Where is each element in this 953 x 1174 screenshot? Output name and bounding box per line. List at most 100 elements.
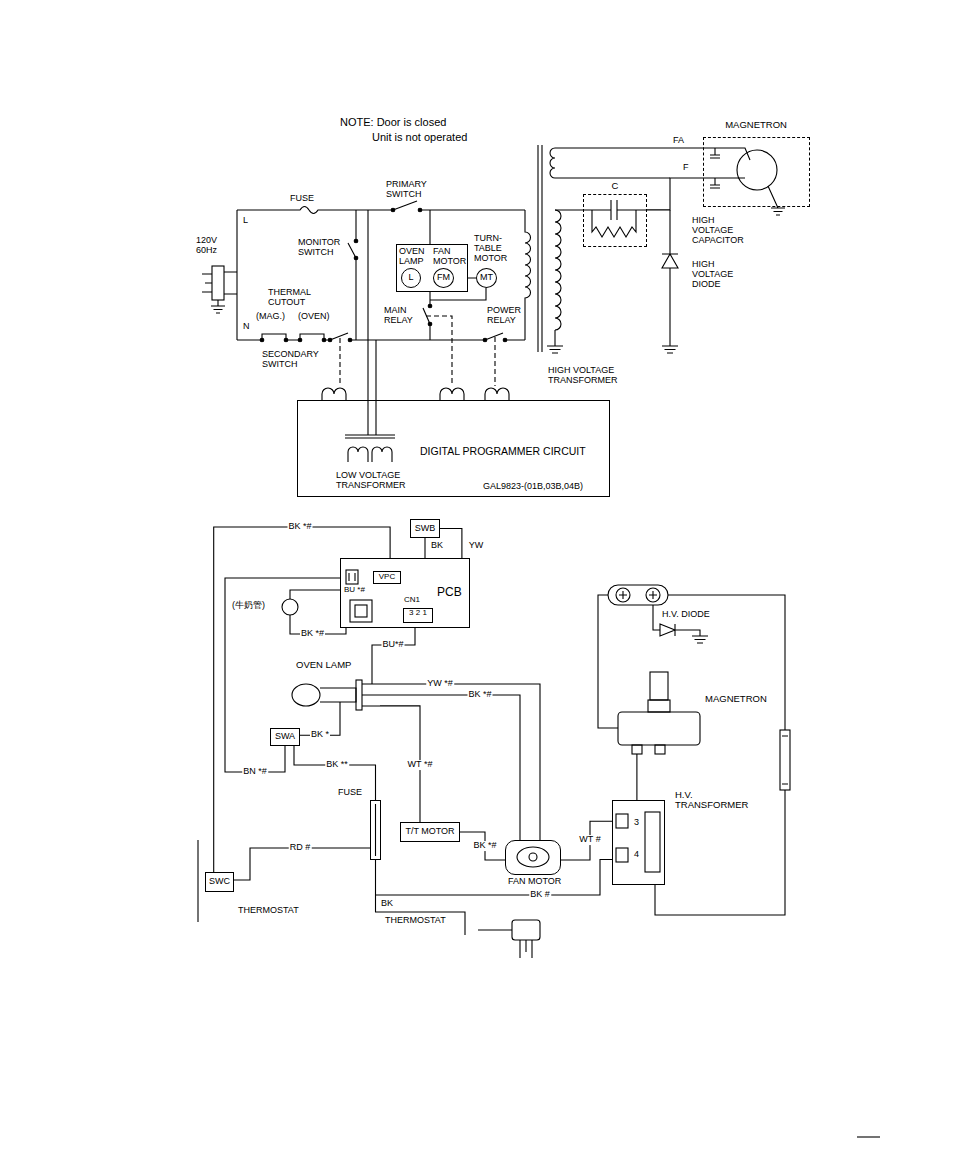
line-cord-wiring [211,300,225,313]
magnetron-symbol [737,150,777,190]
schematic-label: FA [673,136,684,146]
schematic-label: MONITOR SWITCH [298,238,344,258]
lamp-bulb-symbol [292,678,380,712]
power-plug-drawing [520,940,532,958]
pcb-parts [355,605,367,617]
transformer-terminals [645,812,660,872]
transformer-terminals [616,848,628,862]
load-box: OVEN LAMPFAN MOTORLFM [396,244,468,292]
part-label: T/T MOTOR [405,827,454,837]
part-label: MT [480,273,493,283]
magnetron-box-outline [703,137,810,207]
magnetron-part: MAGNETRON [618,694,778,760]
line-cord-wiring [391,208,395,212]
fan-motor-drawing [529,853,537,861]
transformer-terminals [616,814,628,828]
wire [294,746,376,800]
capacitor-symbol [555,209,647,210]
line-cord-wiring [202,274,212,292]
switch-box: SWB [410,519,440,538]
secondary-switch-symbol [322,333,352,400]
lamp-bulb-symbol [356,680,362,710]
wire-color-label: BU*# [381,640,404,650]
neutral-wiring [322,338,326,342]
wire-color-label: BK *# [287,522,312,532]
wire-color-label: BK # [529,890,551,900]
oven-lamp: OVEN LAMP [290,660,382,712]
capacitor-box: C [583,181,647,247]
high-voltage-transformer-symbol [538,145,542,352]
schematic-label: SECONDARY SWITCH [262,350,322,370]
part-label: 3 [634,818,639,828]
part-label: FUSE [338,788,362,798]
fan-motor-circle: FM [433,268,454,288]
wire [636,754,637,800]
wire [214,527,390,872]
magnetron-drawing [618,672,700,754]
thermostat-wire [198,840,465,935]
milk-tube-symbol [282,590,346,634]
neutral-wiring [237,339,525,340]
transformer-part-outline [612,800,665,885]
switch-box: SWC [205,872,234,892]
lamp-bulb-symbol [292,684,320,706]
monitor-switch-symbol [348,210,356,340]
schematic-label: MAIN RELAY [384,306,420,326]
schematic-label: BK [381,899,393,909]
monitor-switch-symbol [348,210,358,340]
wire [561,821,612,860]
part-label: L [408,273,413,283]
capacitor-symbol [592,210,636,237]
magnetron-part-outline [618,700,700,754]
power-relay-symbol [483,333,509,400]
neutral-wiring [237,334,525,342]
wire-color-label: WT *# [407,760,434,770]
wire-color-label: BK * [310,730,330,740]
schematic-label: THERMAL CUTOUT [268,288,320,308]
secondary-switch-symbol [322,388,346,400]
milk-tube-symbol [282,599,298,615]
programmer-box: DIGITAL PROGRAMMER CIRCUITLOW VOLTAGE TR… [297,400,610,497]
transformer-terminals [616,812,660,872]
part-label: PCB [437,586,462,599]
part-label: SWC [209,877,230,887]
hv-capacitor-drawing [598,585,790,915]
wire-color-label: BK *# [472,841,497,851]
connector-box: VPC [373,571,401,584]
neutral-wiring [300,334,324,340]
hv-capacitor-drawing [619,591,657,599]
high-voltage-transformer-symbol [525,145,703,353]
schematic-label: THERMOSTAT [238,906,299,916]
schematic-label: BK *# [300,629,325,639]
wire-color-label: WT # [578,835,601,845]
power-relay-symbol [494,337,495,386]
wire [376,860,613,896]
line-cord-wiring [237,207,525,214]
low-voltage-transformer-symbol [348,447,392,462]
magnetron-symbol [710,148,720,188]
part-label: OVEN LAMP [296,660,351,670]
line-cord-wiring [202,201,525,340]
part-label: MAGNETRON [700,120,812,130]
monitor-switch-symbol [354,239,358,243]
oven-lamp-outline [290,678,380,712]
fuse-element [375,804,376,856]
schematic-label: PRIMARY SWITCH [386,180,434,200]
schematic-label: H.V. DIODE [662,610,710,620]
part-label: FAN MOTOR [433,247,467,267]
high-voltage-transformer-symbol [550,148,555,178]
fuse-element [375,804,376,856]
schematic-label: N [243,322,250,332]
schematic-label: (OVEN) [298,312,330,322]
hv-capacitor-drawing [782,736,788,784]
line-cord-wiring [236,210,237,340]
thermostat-wire [376,895,466,935]
neutral-wiring [284,338,288,342]
page-rule [857,1136,880,1137]
fan-motor-drawing [517,847,549,867]
schematic-label: (MAG.) [256,312,285,322]
schematic-label: F [683,163,689,173]
turntable-motor-circle: MT [476,268,497,288]
wire-color-label: BN *# [242,767,268,777]
